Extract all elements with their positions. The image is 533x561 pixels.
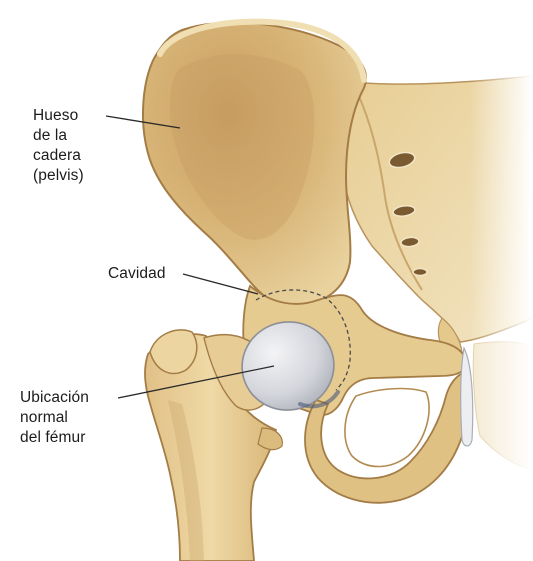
label-socket: Cavidad [108,264,166,284]
label-femur-line: Ubicación [20,388,89,408]
label-femur: Ubicación normal del fémur [20,388,89,448]
label-hip-bone-line: (pelvis) [33,166,84,186]
label-hip-bone-line: de la [33,126,84,146]
label-femur-line: normal [20,408,89,428]
label-hip-bone-line: Hueso [33,106,84,126]
lesser-trochanter [258,428,282,450]
label-hip-bone-line: cadera [33,146,84,166]
right-edge-fade [470,0,533,561]
label-femur-line: del fémur [20,428,89,448]
label-socket-line: Cavidad [108,264,166,284]
label-hip-bone: Hueso de la cadera (pelvis) [33,106,84,186]
